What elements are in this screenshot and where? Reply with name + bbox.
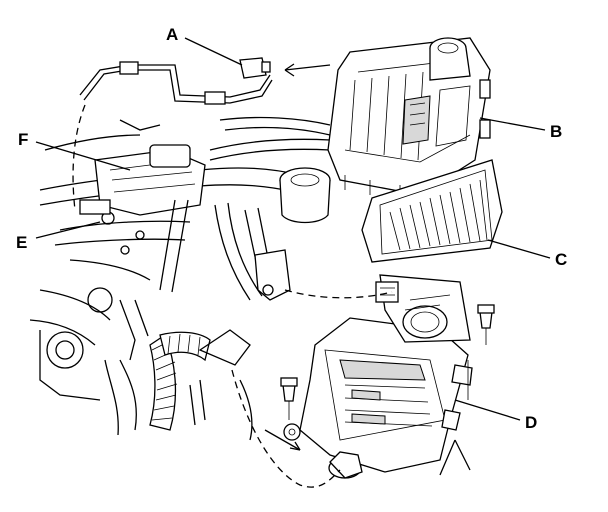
- engine-bay-illustration: [29, 116, 331, 441]
- air-cleaner-housing: [283, 274, 473, 479]
- callout-d: D: [525, 413, 537, 432]
- callout-a: A: [166, 25, 178, 44]
- wire-harness: [72, 57, 273, 211]
- assembly-guide-lines: [231, 63, 471, 488]
- air-cleaner-housing-cover: [327, 37, 491, 198]
- intake-hose: [149, 331, 211, 431]
- mounting-bolts: [280, 304, 495, 420]
- callout-c: C: [555, 250, 567, 269]
- callout-f: F: [18, 130, 28, 149]
- callout-b: B: [550, 122, 562, 141]
- callout-e: E: [16, 233, 27, 252]
- callout-leaders: [35, 37, 551, 421]
- air-filter-element: [361, 159, 503, 263]
